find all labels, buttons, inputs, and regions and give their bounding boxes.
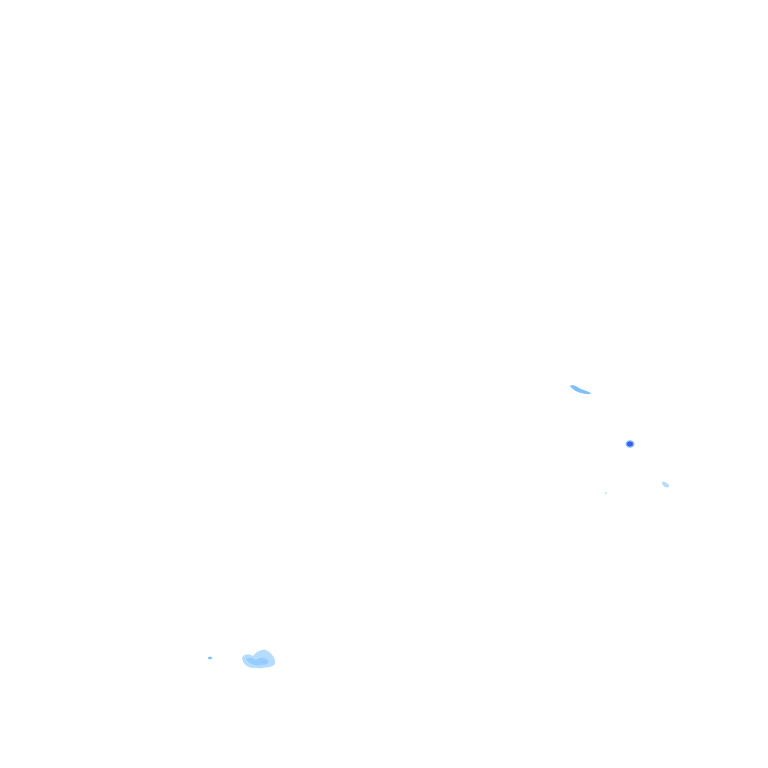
- echo-cell-southwest: [242, 649, 276, 669]
- echo-core-east: [625, 440, 635, 448]
- echo-speck-southwest: [208, 656, 212, 660]
- echo-fleck-east: [662, 481, 670, 488]
- echo-streak-east: [570, 385, 591, 395]
- echo-dot-east: [604, 492, 608, 494]
